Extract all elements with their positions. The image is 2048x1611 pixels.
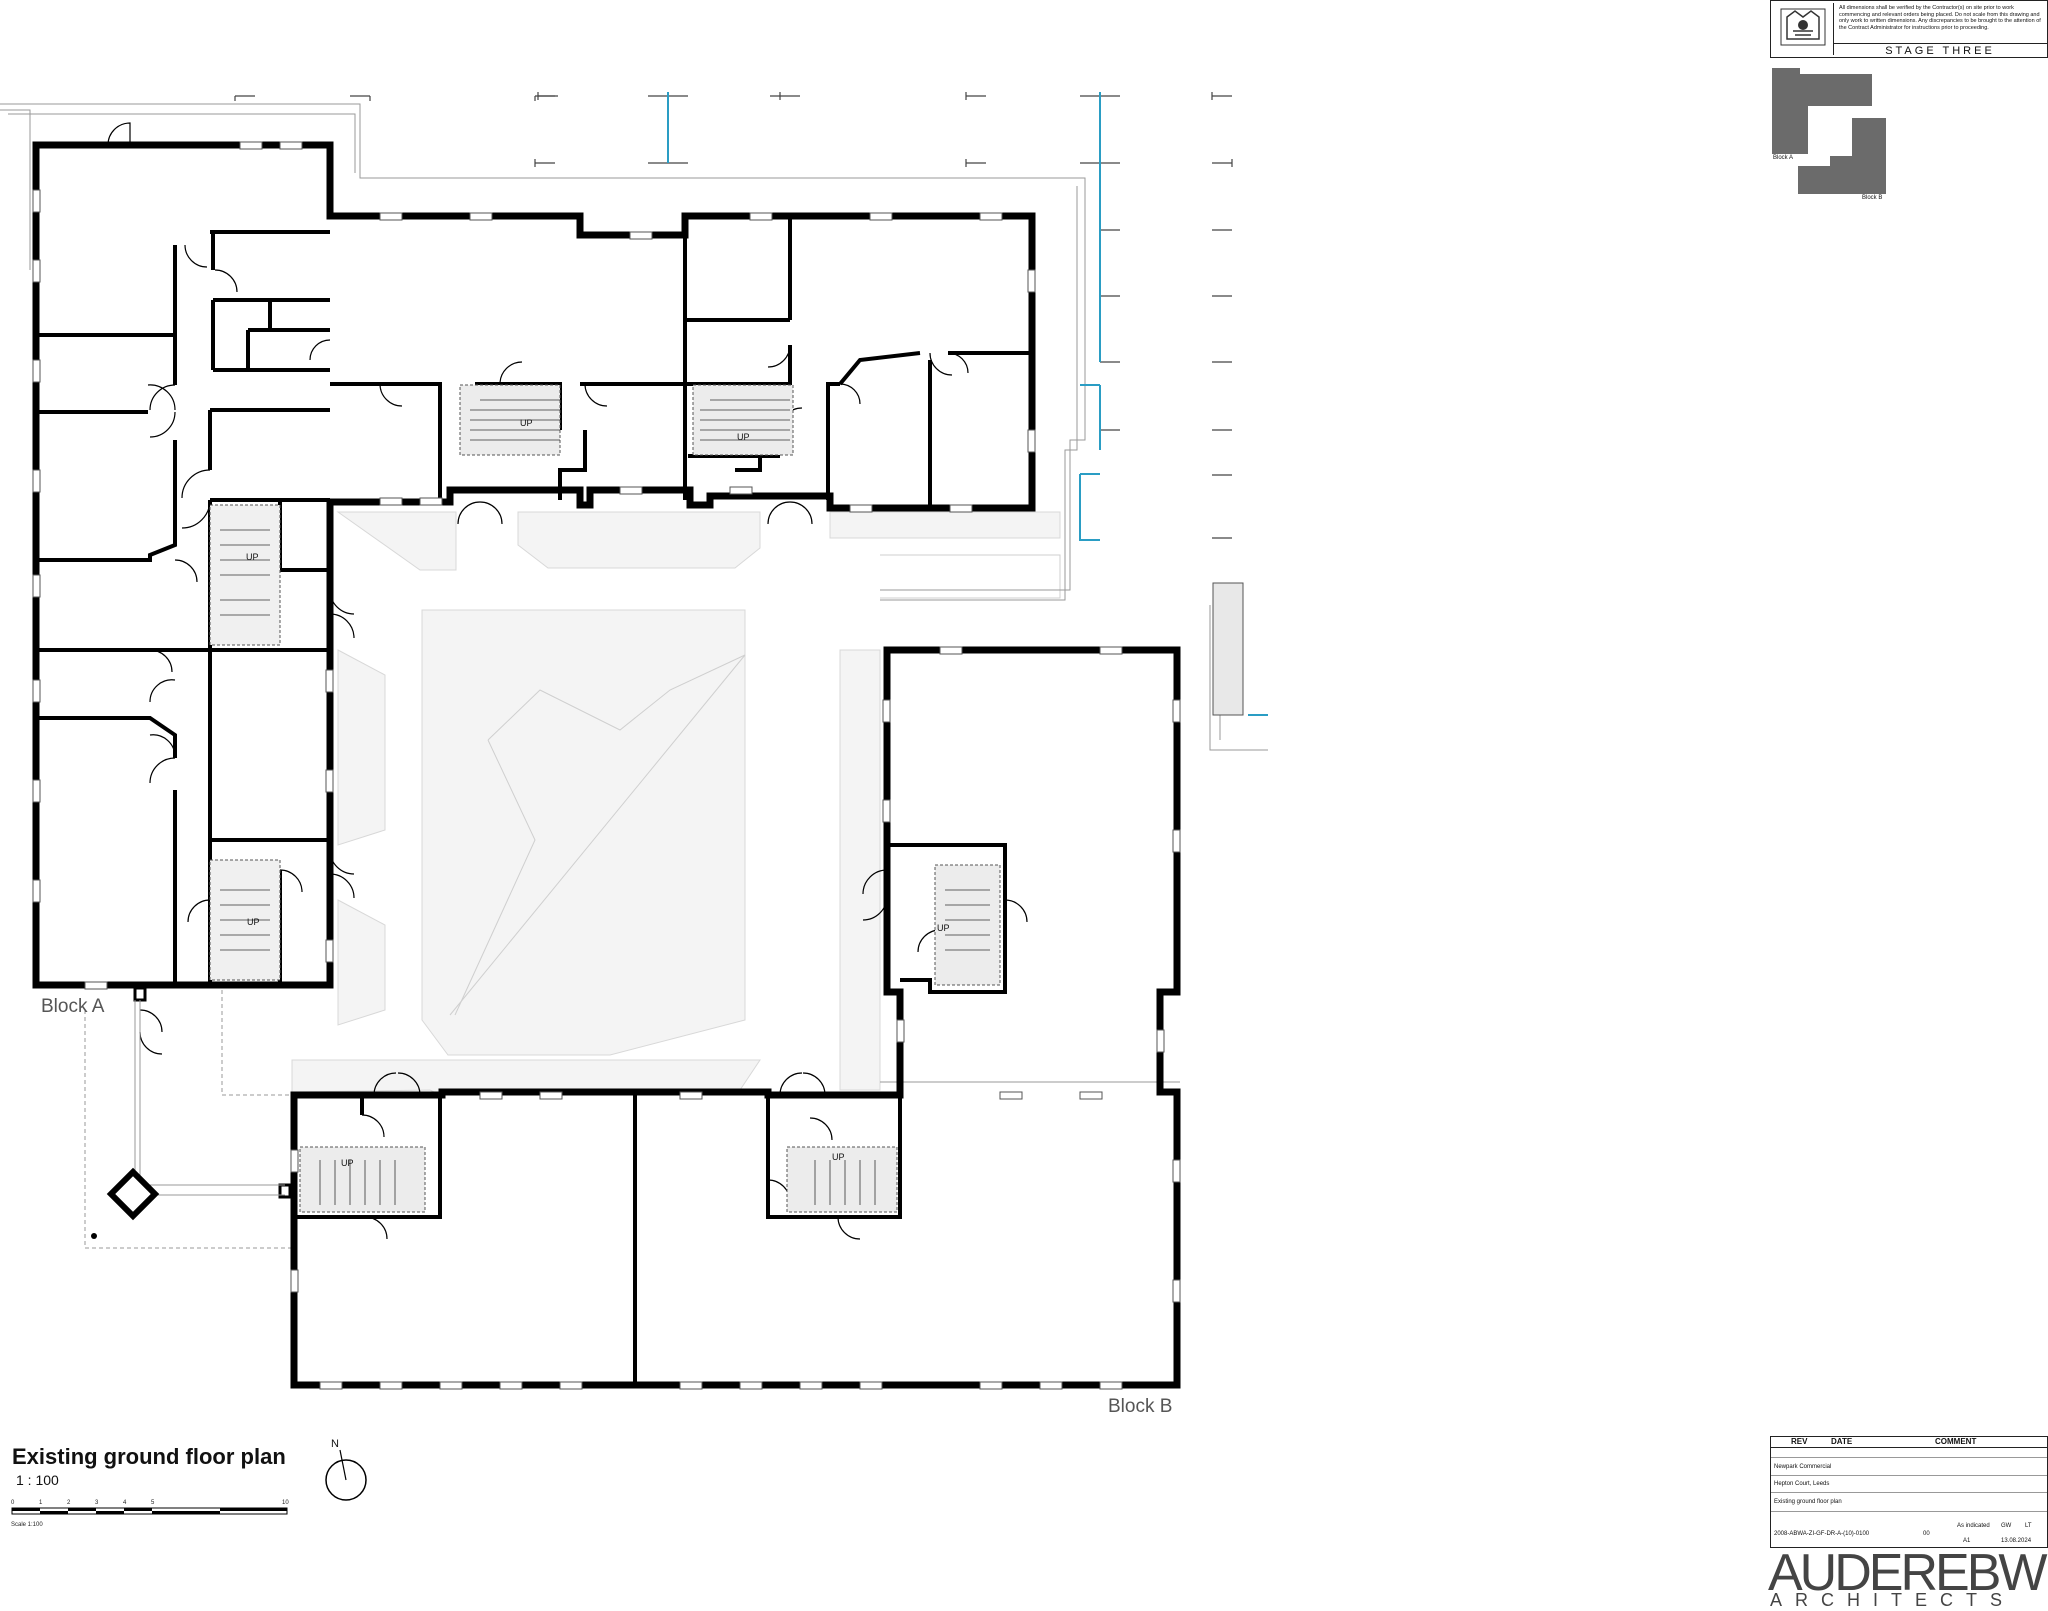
parking-kerbs xyxy=(667,92,1268,716)
comment-col-header: COMMENT xyxy=(1935,1437,1977,1446)
scale-bar xyxy=(11,1507,288,1515)
checked-by: LT xyxy=(2025,1523,2032,1529)
crest-icon xyxy=(1773,3,1834,55)
scale-tick: 3 xyxy=(95,1500,99,1506)
stair-up-label: UP xyxy=(832,1152,845,1162)
door-swings xyxy=(107,122,1028,1240)
block-a-label: Block A xyxy=(41,996,105,1017)
stage-label: STAGE THREE xyxy=(1833,43,2047,58)
scale-tick: 2 xyxy=(67,1500,71,1506)
north-arrow xyxy=(325,1449,367,1501)
scale-tick: 5 xyxy=(151,1500,155,1506)
block-b-label: Block B xyxy=(1108,1396,1173,1417)
project-name: Hepton Court, Leeds xyxy=(1774,1481,1830,1487)
stair-up-label: UP xyxy=(520,418,533,428)
scale-tick: 10 xyxy=(282,1500,289,1506)
brand-subtitle: ARCHITECTS xyxy=(1770,1590,2016,1610)
planter-diamond xyxy=(106,1167,160,1221)
key-plan: Block A Block B xyxy=(1770,66,1890,211)
stair-up-label: UP xyxy=(937,923,950,933)
issue-date: 13.08.2024 xyxy=(2001,1538,2032,1544)
disclaimer-note: All dimensions shall be verified by the … xyxy=(1839,5,2041,31)
stair-up-label: UP xyxy=(246,552,259,562)
scale-caption: Scale 1:100 xyxy=(11,1522,43,1528)
site-boundary xyxy=(0,103,1268,1083)
stair-treads xyxy=(220,399,990,1205)
sheet-size: A1 xyxy=(1963,1538,1971,1544)
revision-header: REV DATE COMMENT xyxy=(1771,1437,2047,1448)
scale-value: As indicated xyxy=(1957,1523,1990,1529)
north-label: N xyxy=(331,1438,339,1450)
parking-bay-markers xyxy=(234,92,1233,539)
external-dashed-path xyxy=(84,990,292,1249)
drawing-scale: 1 : 100 xyxy=(16,1472,59,1488)
windows xyxy=(32,141,1181,1390)
key-block-a: Block A xyxy=(1773,155,1794,161)
revision-number: 00 xyxy=(1923,1531,1930,1537)
scale-tick: 1 xyxy=(39,1500,43,1506)
brand-name: AUDEREBW xyxy=(1768,1544,2047,1602)
drawing-number: 2008-ABWA-ZI-GF-DR-A-(10)-0100 xyxy=(1774,1531,1870,1537)
title-block-header: All dimensions shall be verified by the … xyxy=(1770,0,2048,58)
drawing-name: Existing ground floor plan xyxy=(1774,1499,1842,1505)
architect-logo: AUDEREBW ARCHITECTS xyxy=(1768,1544,2048,1610)
courtyard-paths xyxy=(449,554,1061,1016)
stair-up-label: UP xyxy=(341,1158,354,1168)
drawn-by: GW xyxy=(2001,1523,2012,1529)
key-block-b: Block B xyxy=(1862,195,1883,201)
external-features xyxy=(91,986,292,1239)
client-name: Newpark Commercial xyxy=(1774,1464,1832,1470)
revision-block: REV DATE COMMENT Newpark Commercial Hept… xyxy=(1770,1436,2048,1548)
internal-walls xyxy=(36,216,1032,1385)
scale-tick: 0 xyxy=(11,1500,15,1506)
date-col-header: DATE xyxy=(1831,1437,1853,1446)
scale-tick: 4 xyxy=(123,1500,127,1506)
courtyard-paving xyxy=(291,511,1061,1096)
stair-up-label: UP xyxy=(737,432,750,442)
stair-up-label: UP xyxy=(247,917,260,927)
rev-col-header: REV xyxy=(1791,1437,1808,1446)
ramp-hatch xyxy=(1212,582,1244,716)
drawing-title: Existing ground floor plan xyxy=(12,1444,286,1469)
external-walls xyxy=(32,141,1181,1389)
